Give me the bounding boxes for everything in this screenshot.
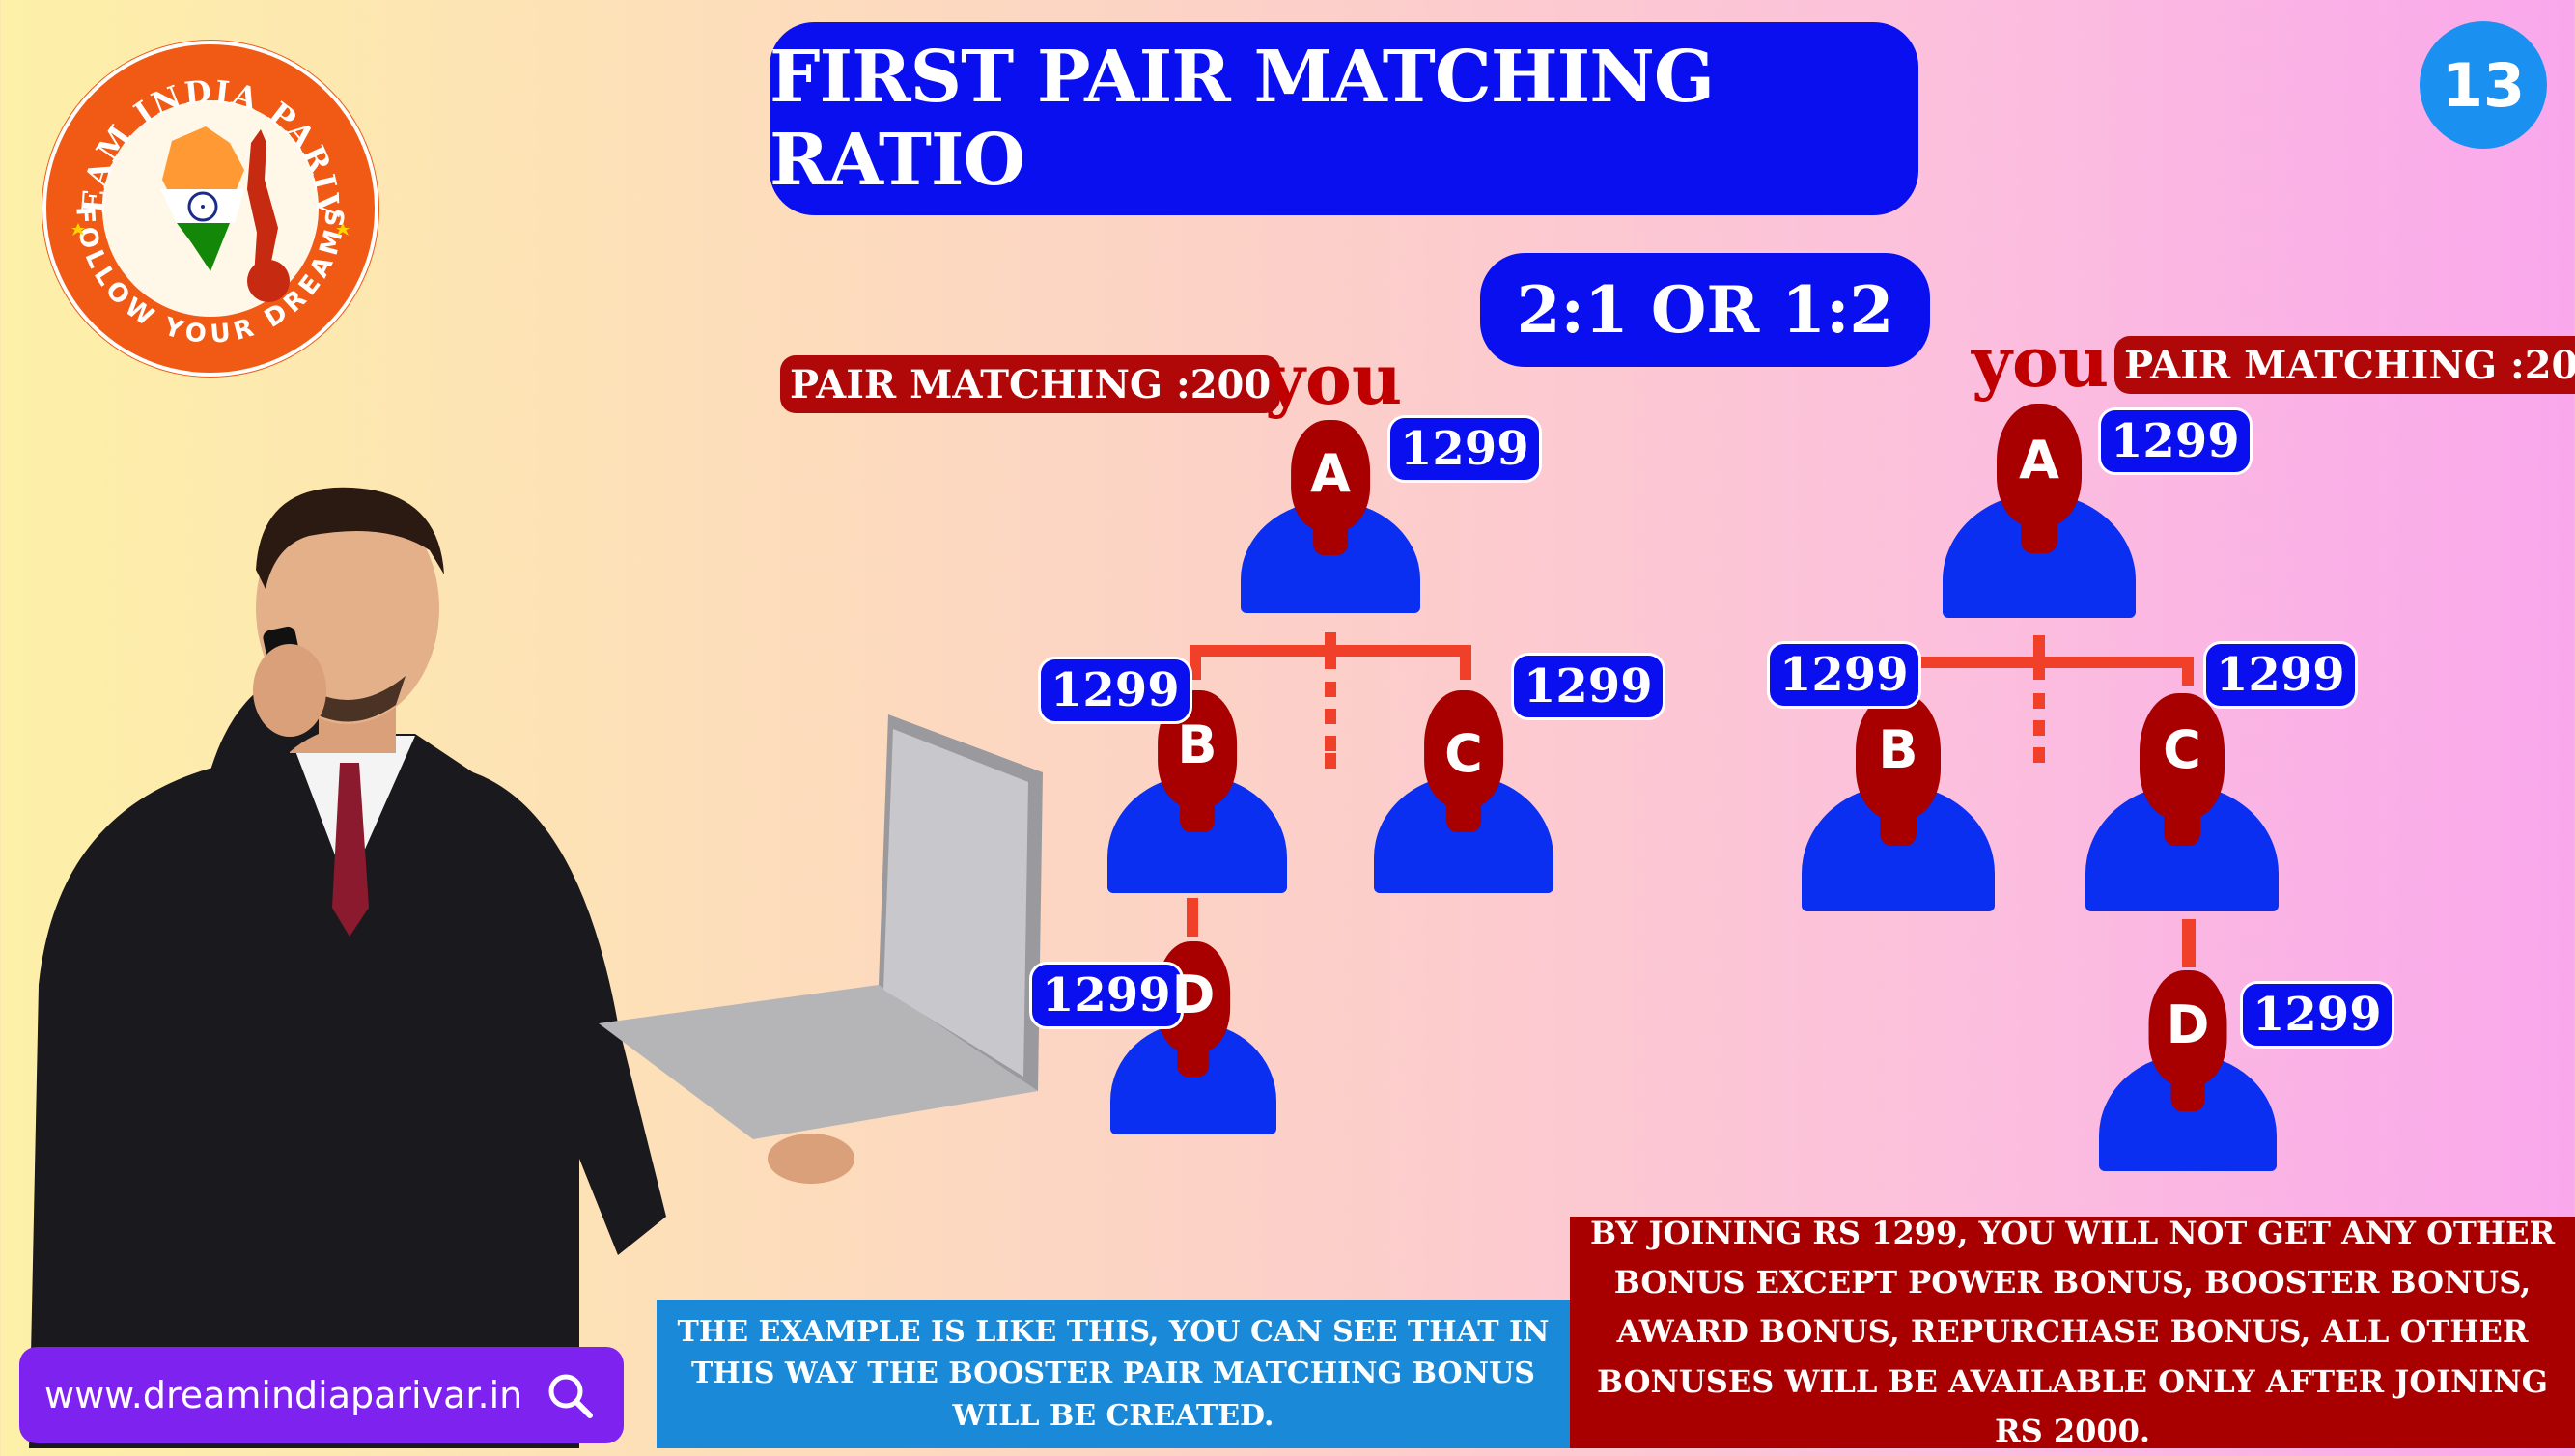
right-pair-matching-badge: PAIR MATCHING :200 [2114, 336, 2575, 394]
left-node-a-person-icon: A [1241, 420, 1420, 613]
right-node-a-letter: A [2019, 429, 2059, 490]
left-node-c-letter: C [1444, 722, 1483, 784]
page-title: FIRST PAIR MATCHING RATIO [770, 22, 1918, 215]
left-node-b-person-icon: B [1107, 690, 1287, 893]
dream-india-parivar-logo: DREAM INDIA PARIVAR FOLLOW YOUR DREAMS [22, 6, 384, 382]
page-number: 13 [2420, 21, 2547, 149]
left-node-c-value: 1299 [1511, 653, 1665, 720]
left-node-c-person-icon: C [1374, 690, 1553, 893]
right-you-label: you [1972, 321, 2110, 403]
left-you-label: you [1265, 338, 1403, 420]
left-node-d-value: 1299 [1029, 962, 1184, 1029]
right-node-b-letter: B [1878, 719, 1918, 781]
left-node-a-letter: A [1310, 443, 1351, 504]
example-note: THE EXAMPLE IS LIKE THIS, YOU CAN SEE TH… [657, 1300, 1570, 1448]
left-node-d-person-icon: D [1110, 941, 1276, 1134]
left-node-a-value: 1299 [1387, 415, 1542, 483]
left-node-b-letter: B [1177, 714, 1218, 776]
ratio-label: 2:1 OR 1:2 [1480, 253, 1930, 367]
right-node-c-value: 1299 [2203, 641, 2358, 709]
right-node-b-value: 1299 [1767, 641, 1921, 709]
right-node-d-value: 1299 [2240, 981, 2394, 1049]
right-node-d-letter: D [2166, 994, 2210, 1055]
right-node-b-person-icon: B [1802, 693, 1995, 911]
businessman-illustration [0, 483, 1062, 1448]
right-node-c-letter: C [2163, 719, 2201, 781]
website-url[interactable]: www.dreamindiaparivar.in [44, 1374, 523, 1416]
search-icon[interactable] [545, 1370, 595, 1420]
left-node-d-letter: D [1171, 965, 1216, 1025]
right-node-a-value: 1299 [2098, 407, 2253, 475]
right-node-c-person-icon: C [2085, 693, 2279, 911]
website-url-box[interactable]: www.dreamindiaparivar.in [19, 1347, 624, 1443]
left-pair-matching-badge: PAIR MATCHING :200 [780, 355, 1281, 413]
left-node-b-value: 1299 [1038, 657, 1192, 724]
right-node-d-person-icon: D [2099, 970, 2277, 1171]
right-node-a-person-icon: A [1943, 404, 2136, 618]
joining-note: BY JOINING RS 1299, YOU WILL NOT GET ANY… [1570, 1215, 2575, 1449]
